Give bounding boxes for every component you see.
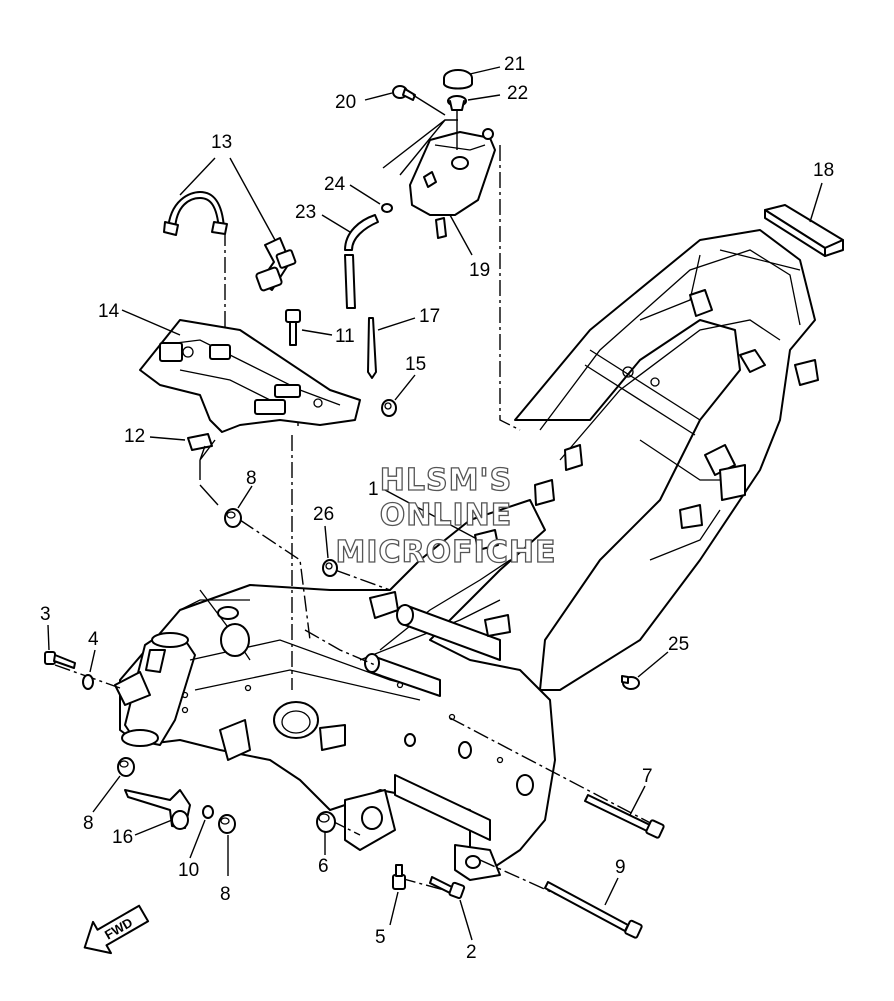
callout-5: 5 [375,927,386,948]
screw-part-25 [621,675,640,690]
nut-part-15 [381,399,397,417]
rod-part-17 [367,317,377,379]
callout-9: 9 [615,857,626,878]
callout-16: 16 [112,827,133,848]
callout-19: 19 [469,260,490,281]
callout-22: 22 [507,83,528,104]
assembly-line-7 [449,717,661,829]
callout-24: 24 [324,174,346,195]
callout-15: 15 [405,354,426,375]
bolt-part-7 [584,794,665,839]
hose-part-23 [344,214,379,309]
nut-part-26 [322,559,338,577]
pad-leader-12 [199,439,216,480]
callout-4: 4 [88,629,99,650]
bolt-part-2 [429,876,466,900]
callout-6: 6 [318,856,329,877]
callout-1: 1 [368,479,379,500]
frame-part-1 [114,229,819,881]
callout-18: 18 [813,160,834,181]
bracket-part-16 [124,789,191,830]
callout-8-left: 8 [83,813,94,834]
watermark-line-2: ONLINE [380,498,513,533]
callout-10: 10 [178,860,199,881]
pad-part-12 [187,433,213,451]
watermark-line-1: HLSM'S [380,463,512,498]
washer-part-10 [202,805,214,819]
nut-part-8-left [117,757,135,777]
forward-arrow-icon [83,904,150,955]
callout-21: 21 [504,54,525,75]
battery-box-part-14 [139,319,361,433]
callout-13: 13 [211,132,232,153]
callout-3: 3 [40,604,51,625]
callout-2: 2 [466,942,477,963]
callout-8-lower: 8 [220,884,231,905]
watermark-line-3: MICROFICHE [336,535,557,570]
bolt-part-11 [285,309,301,346]
callout-23: 23 [295,202,316,223]
bolt-part-20 [392,85,416,101]
reservoir-part-19 [409,128,496,239]
reservoir-leader-b [399,119,446,176]
bolt-part-5 [392,864,406,890]
callout-labels: 1 2 3 4 5 6 7 8 8 8 9 10 11 12 13 14 15 … [40,54,834,963]
pad-part-18 [764,204,844,257]
assembly-line-19 [499,145,521,431]
callout-11: 11 [335,326,355,347]
callout-leaders [47,66,823,941]
callout-26: 26 [313,504,334,525]
strap-part-13 [163,191,297,292]
callout-7: 7 [642,766,653,787]
nut-part-8-lower [218,814,236,834]
callout-17: 17 [419,306,440,327]
assembly-line-26 [334,569,391,591]
callout-20: 20 [335,92,356,113]
clip-part-24 [381,203,393,213]
collar-part-6 [316,811,336,833]
bolt-part-9 [544,881,643,939]
pad-leader-12b [199,484,219,506]
grommet-part-22 [447,95,467,111]
callout-14: 14 [98,301,120,322]
cap-part-21 [443,69,473,90]
callout-8-upper: 8 [246,468,257,489]
forward-arrow: FWD [83,904,150,955]
assembly-line-frame [304,629,376,666]
nut-part-8-upper [224,508,242,528]
washer-part-4 [82,674,94,690]
watermark: HLSM'S ONLINE MICROFICHE [335,462,557,570]
callout-12: 12 [124,426,145,447]
callout-25: 25 [668,634,689,655]
bolt-part-3 [44,651,76,669]
reservoir-leader-c [412,94,446,116]
